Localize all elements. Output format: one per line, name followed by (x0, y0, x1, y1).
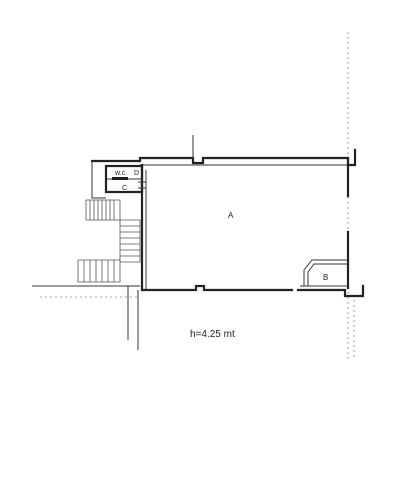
wc-fixture (112, 177, 128, 180)
right-pier (346, 148, 357, 167)
bottom-right-wall (296, 284, 365, 298)
door-jamb (138, 181, 146, 189)
room-label-c: C (122, 185, 127, 192)
b-partition (303, 259, 348, 286)
lower-stair (77, 259, 121, 283)
bottom-wall (140, 284, 294, 292)
b-partition-inner (307, 263, 348, 286)
height-note: h=4.25 mt (190, 329, 235, 340)
top-wall (90, 156, 350, 165)
room-label-wc: w.c. (114, 170, 127, 177)
central-stair (119, 219, 141, 263)
room-label-b: B (323, 273, 328, 282)
upper-stair (85, 199, 121, 221)
room-label-a: A (228, 211, 234, 220)
room-mark-d: D (134, 170, 139, 177)
service-outer-wall (91, 161, 106, 199)
